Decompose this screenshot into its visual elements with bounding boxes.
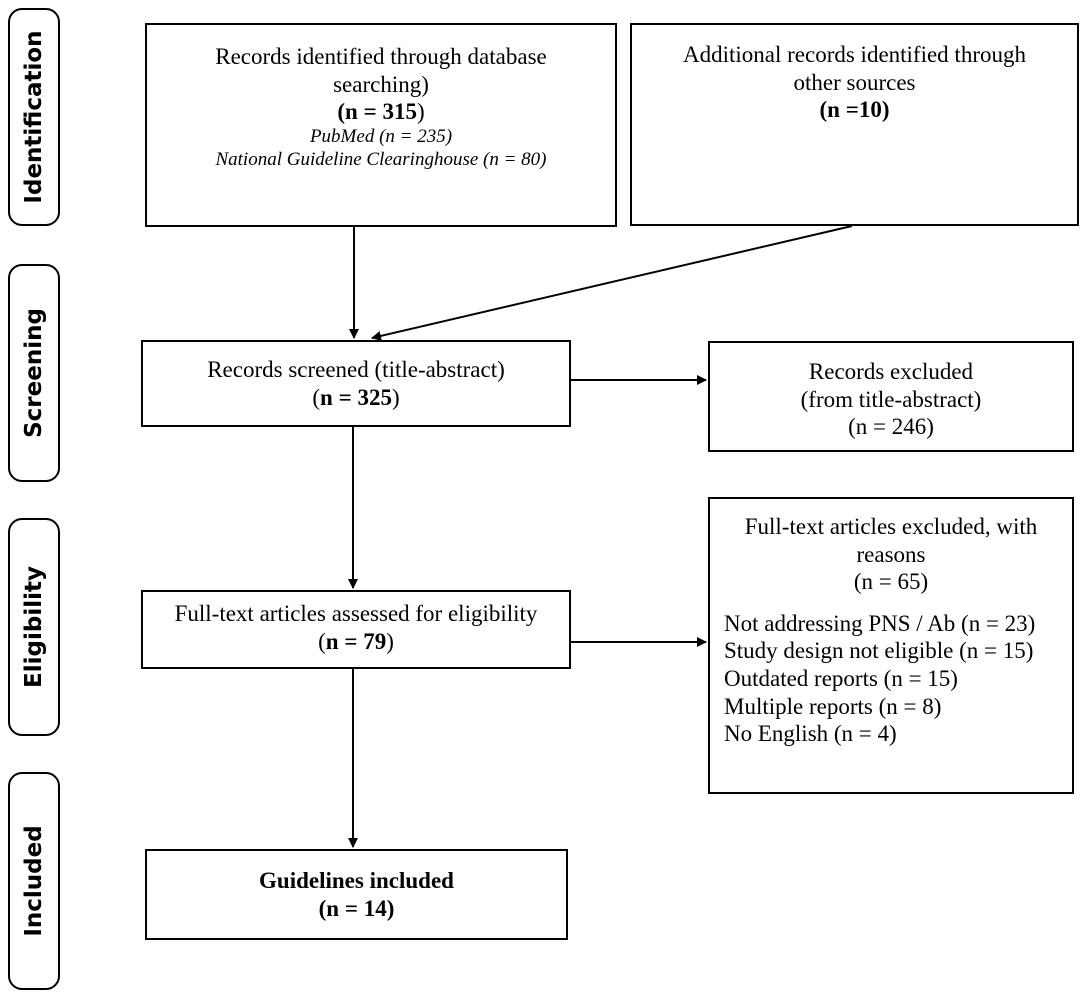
records-excluded-box: Records excluded (from title-abstract) (…	[708, 341, 1074, 452]
database-records-line2: searching)	[333, 71, 429, 97]
ngc-count: National Guideline Clearinghouse (n = 80…	[215, 148, 547, 170]
fulltext-excluded-line2: reasons	[856, 541, 926, 567]
records-screened-count: (n = 325)	[312, 384, 400, 410]
other-sources-line2: other sources	[793, 69, 916, 95]
database-records-count: (n = 315)	[337, 99, 425, 125]
fulltext-assessed-count: (n = 79)	[318, 628, 394, 654]
records-excluded-line1: Records excluded	[808, 359, 974, 384]
database-records-line1: Records identified through database	[215, 44, 547, 69]
fulltext-assessed-box: Full-text articles assessed for eligibil…	[141, 590, 571, 669]
exclusion-reason: Multiple reports (n = 8)	[724, 693, 942, 719]
pubmed-count: PubMed (n = 235)	[309, 125, 453, 147]
other-sources-line1: Additional records identified through	[682, 42, 1026, 67]
phase-eligibility: Eligibility	[8, 518, 60, 736]
fulltext-excluded-box: Full-text articles excluded, with reason…	[708, 497, 1074, 794]
fulltext-excluded-count: (n = 65)	[853, 569, 929, 595]
guidelines-included-box: Guidelines included (n = 14)	[145, 849, 568, 940]
records-excluded-count: (n = 246)	[848, 414, 934, 440]
other-sources-box: Additional records identified through ot…	[630, 23, 1079, 226]
records-screened-line1: Records screened (title-abstract)	[207, 357, 505, 382]
fulltext-assessed-line1: Full-text articles assessed for eligibil…	[174, 601, 538, 626]
exclusion-reason: Outdated reports (n = 15)	[724, 665, 958, 691]
records-screened-box: Records screened (title-abstract) (n = 3…	[141, 340, 571, 427]
guidelines-included-line1: Guidelines included	[259, 868, 454, 893]
phase-identification: Identification	[8, 8, 60, 226]
records-excluded-line2: (from title-abstract)	[800, 386, 982, 412]
phase-screening: Screening	[8, 264, 60, 482]
database-records-box: Records identified through database sear…	[145, 23, 617, 227]
fulltext-excluded-line1: Full-text articles excluded, with	[744, 514, 1038, 539]
phase-included: Included	[8, 772, 60, 990]
exclusion-reason: No English (n = 4)	[724, 721, 897, 747]
other-sources-count: (n =10)	[819, 97, 890, 123]
arrow-other-to-screened	[371, 225, 853, 341]
exclusion-reason: Not addressing PNS / Ab (n = 23)	[724, 610, 1036, 636]
guidelines-included-count: (n = 14)	[318, 895, 395, 921]
exclusion-reason: Study design not eligible (n = 15)	[724, 638, 1034, 664]
exclusion-reasons-list: Not addressing PNS / Ab (n = 23) Study d…	[710, 610, 1072, 748]
